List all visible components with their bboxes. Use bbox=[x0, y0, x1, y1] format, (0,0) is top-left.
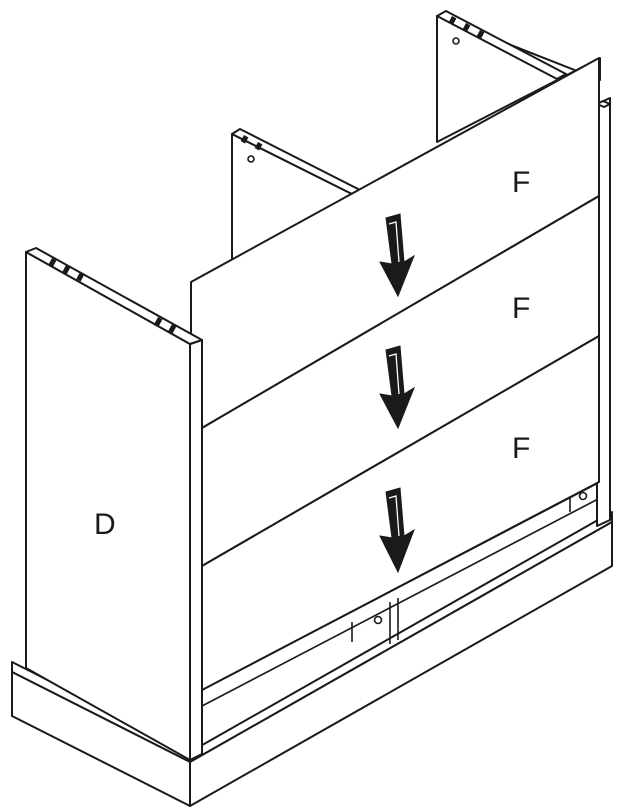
label-rail-bottom: F bbox=[512, 432, 530, 465]
down-arrow-icon bbox=[379, 345, 416, 430]
base-plinth bbox=[11, 511, 613, 807]
left-side-panel bbox=[25, 247, 203, 761]
rear-partition-panel bbox=[436, 10, 601, 143]
label-rail-top: F bbox=[512, 166, 530, 199]
label-side-panel: D bbox=[94, 508, 116, 541]
down-arrow-icon bbox=[379, 213, 416, 298]
label-rail-middle: F bbox=[512, 292, 530, 325]
down-arrow-icon bbox=[379, 487, 415, 574]
